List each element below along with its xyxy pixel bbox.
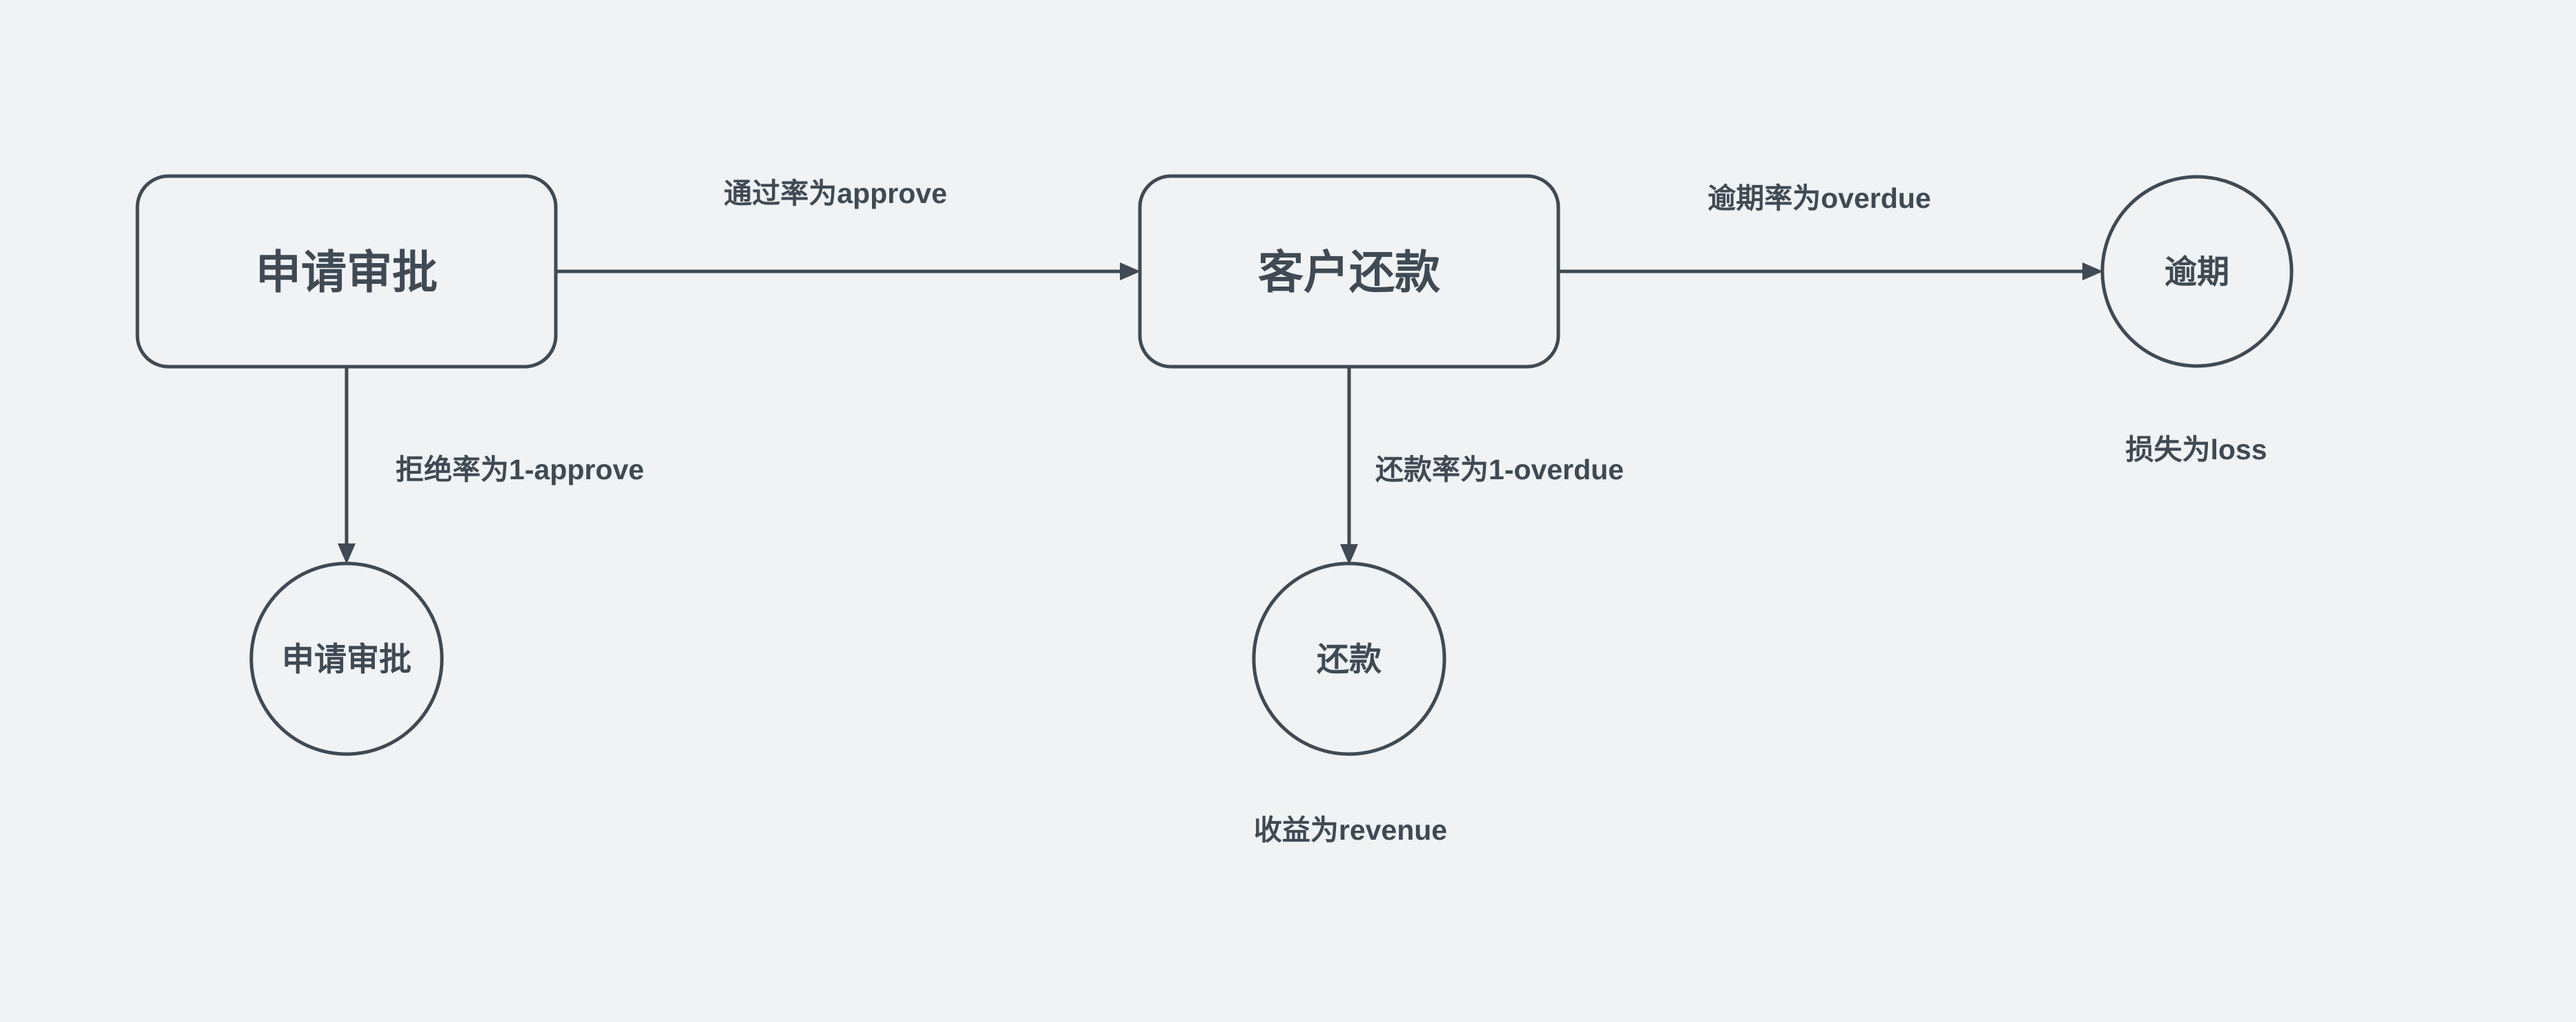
edge-approve: 通过率为approve <box>556 177 1141 280</box>
revenue-caption: 收益为revenue <box>1254 814 1447 846</box>
rounded-rectangle-shape[interactable] <box>1138 174 1560 369</box>
arrowhead-right-icon <box>2082 262 2103 280</box>
node-repay-circle[interactable]: 还款 <box>1252 561 1446 756</box>
edge-reject: 拒绝率为1-approve <box>338 367 644 564</box>
node-approval-circle-label: 申请审批 <box>282 641 411 677</box>
node-overdue-circle[interactable]: 逾期 <box>2100 175 2294 368</box>
node-approval-box[interactable]: 申请审批 <box>135 174 558 369</box>
node-approval-box-label: 申请审批 <box>255 247 438 298</box>
edge-reject-label: 拒绝率为1-approve <box>396 454 644 485</box>
edge-repay-label: 还款率为1-overdue <box>1375 454 1624 485</box>
edge-overdue-label: 逾期率为overdue <box>1707 182 1931 214</box>
node-repayment-box-label: 客户还款 <box>1258 247 1440 298</box>
edge-approve-label: 通过率为approve <box>724 177 947 209</box>
node-repayment-box[interactable]: 客户还款 <box>1138 174 1560 369</box>
loss-caption: 损失为loss <box>2125 434 2267 465</box>
rounded-rectangle-shape[interactable] <box>135 174 558 369</box>
edge-repay: 还款率为1-overdue <box>1340 367 1624 565</box>
node-repay-circle-label: 还款 <box>1317 641 1382 677</box>
arrowhead-right-icon <box>1120 262 1141 280</box>
node-approval-circle[interactable]: 申请审批 <box>249 561 444 756</box>
edge-overdue: 逾期率为overdue <box>1558 182 2103 280</box>
node-overdue-circle-label: 逾期 <box>2165 253 2229 290</box>
circle-shape[interactable] <box>2100 175 2294 368</box>
circle-shape[interactable] <box>1252 561 1446 756</box>
circle-shape[interactable] <box>249 561 444 756</box>
arrowhead-down-icon <box>1340 544 1358 565</box>
arrowhead-down-icon <box>338 543 356 564</box>
